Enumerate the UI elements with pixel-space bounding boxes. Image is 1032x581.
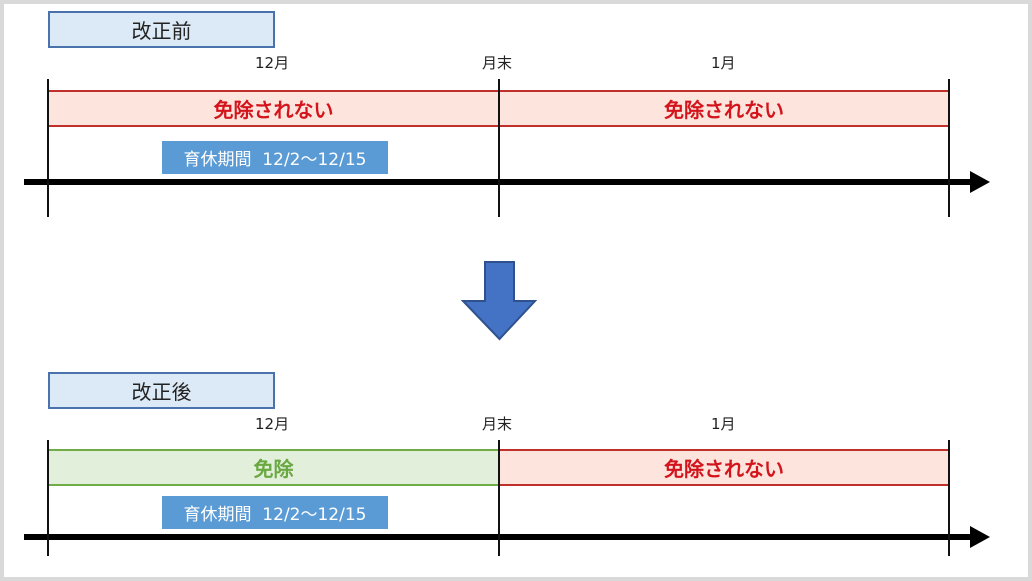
before-timeline-arrowhead-icon xyxy=(970,171,990,193)
after-band-december-exempt: 免除 xyxy=(48,449,499,486)
before-label-january: 1月 xyxy=(711,54,736,72)
before-label-december: 12月 xyxy=(255,54,290,72)
after-leave-period-box: 育休期間 12/2～12/15 xyxy=(162,496,388,529)
after-leave-period-label: 育休期間 12/2～12/15 xyxy=(183,505,367,525)
after-label-month-end: 月末 xyxy=(482,415,513,433)
after-section: 改正後 12月 月末 1月 免除 免除されない 育休期間 12/2～12/15 xyxy=(4,364,1028,577)
after-band-january-not-exempt: 免除されない xyxy=(499,449,949,486)
before-band-january-label: 免除されない xyxy=(664,98,784,122)
before-tick-start xyxy=(47,79,49,217)
before-band-december-not-exempt: 免除されない xyxy=(48,90,499,127)
before-section: 改正前 12月 月末 1月 免除されない 免除されない 育休期間 12/2～12… xyxy=(4,4,1028,224)
diagram-canvas: 改正前 12月 月末 1月 免除されない 免除されない 育休期間 12/2～12… xyxy=(4,4,1028,577)
before-tick-month-end xyxy=(498,79,500,217)
after-band-december-label: 免除 xyxy=(253,457,294,481)
after-tick-month-end xyxy=(498,440,500,556)
before-leave-period-box: 育休期間 12/2～12/15 xyxy=(162,141,388,174)
after-title-box: 改正後 xyxy=(48,372,275,409)
after-tick-start xyxy=(47,440,49,556)
before-leave-period-label: 育休期間 12/2～12/15 xyxy=(183,150,367,170)
before-title-box: 改正前 xyxy=(48,11,275,48)
after-timeline-arrowhead-icon xyxy=(970,526,990,548)
before-title: 改正前 xyxy=(131,19,192,43)
before-band-january-not-exempt: 免除されない xyxy=(499,90,949,127)
before-label-month-end: 月末 xyxy=(482,54,513,72)
after-label-december: 12月 xyxy=(255,415,290,433)
down-arrow-icon xyxy=(461,261,538,341)
after-band-january-label: 免除されない xyxy=(664,457,784,481)
before-tick-end xyxy=(948,79,950,217)
after-tick-end xyxy=(948,440,950,556)
after-title: 改正後 xyxy=(131,380,192,404)
after-label-january: 1月 xyxy=(711,415,736,433)
before-band-december-label: 免除されない xyxy=(213,98,334,122)
